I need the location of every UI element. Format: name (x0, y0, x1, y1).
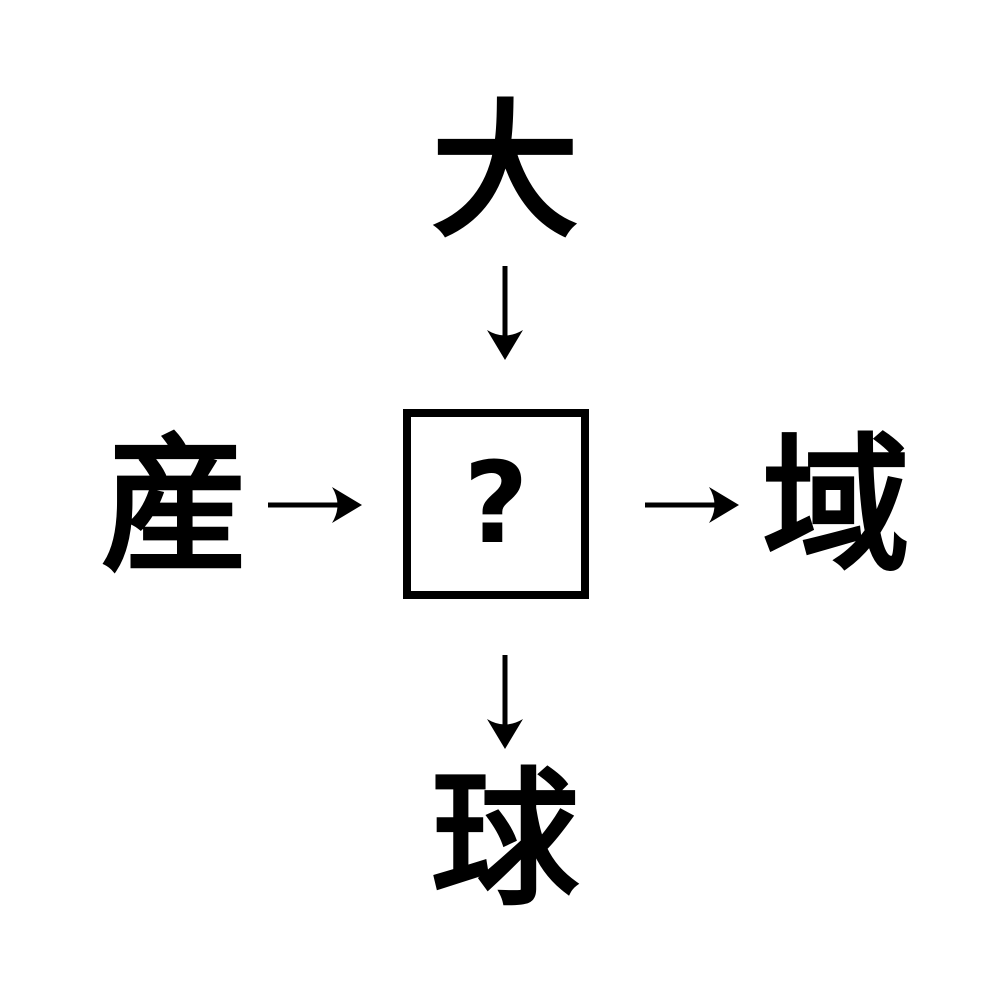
arrow-down-icon (483, 655, 527, 749)
kanji-left: 産 (101, 420, 249, 592)
question-mark: ? (463, 439, 529, 569)
arrow-right-icon (268, 483, 362, 527)
kanji-right: 域 (762, 420, 910, 592)
arrow-right-icon (645, 483, 739, 527)
answer-box: ? (403, 409, 589, 599)
kanji-top: 大 (431, 86, 579, 258)
arrow-down-icon (483, 266, 527, 360)
kanji-bottom: 球 (431, 754, 579, 926)
